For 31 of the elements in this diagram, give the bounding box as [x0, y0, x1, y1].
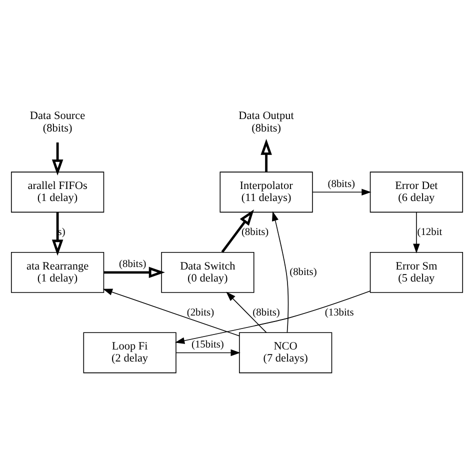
node-box: arallel FIFOs (1 delay) [10, 171, 104, 212]
edge-label: (8bits) [290, 266, 317, 278]
node-text: Data Output (8bits) [238, 110, 294, 134]
arrow [102, 288, 240, 336]
edge-label: (13bits [324, 306, 354, 318]
arrow [174, 290, 371, 344]
node-box: NCO (7 delays) [239, 332, 332, 373]
arrow [413, 211, 420, 253]
arrow [52, 142, 64, 176]
node-text: Data Source (8bits) [30, 110, 86, 134]
edge-label: (2bits) [186, 306, 214, 318]
edge-label: (8bits) [252, 306, 280, 318]
arrow [104, 266, 165, 278]
arrow [176, 348, 240, 356]
arrow [260, 138, 272, 172]
edge-label: (8bits) [241, 226, 269, 238]
edge-label: (12bit [417, 226, 442, 238]
node-box: Data Switch (0 delay) [161, 251, 254, 292]
node-box: ata Rearrange (1 delay) [10, 251, 104, 292]
node-box: Error Det (6 delay [370, 171, 464, 212]
arrow [52, 212, 64, 256]
arrow [272, 210, 289, 332]
edge-label: (8bits) [119, 258, 146, 270]
node-box: Interpolator (11 delays) [220, 171, 313, 212]
arrow [221, 208, 254, 252]
edge-label: (15bits) [191, 338, 224, 350]
node-box: Error Sm (5 delay [370, 251, 464, 292]
arrow [312, 188, 372, 196]
edge-label: (8bits) [328, 178, 355, 190]
arrow [226, 291, 267, 332]
node-box: Loop Fi (2 delay [83, 332, 176, 373]
